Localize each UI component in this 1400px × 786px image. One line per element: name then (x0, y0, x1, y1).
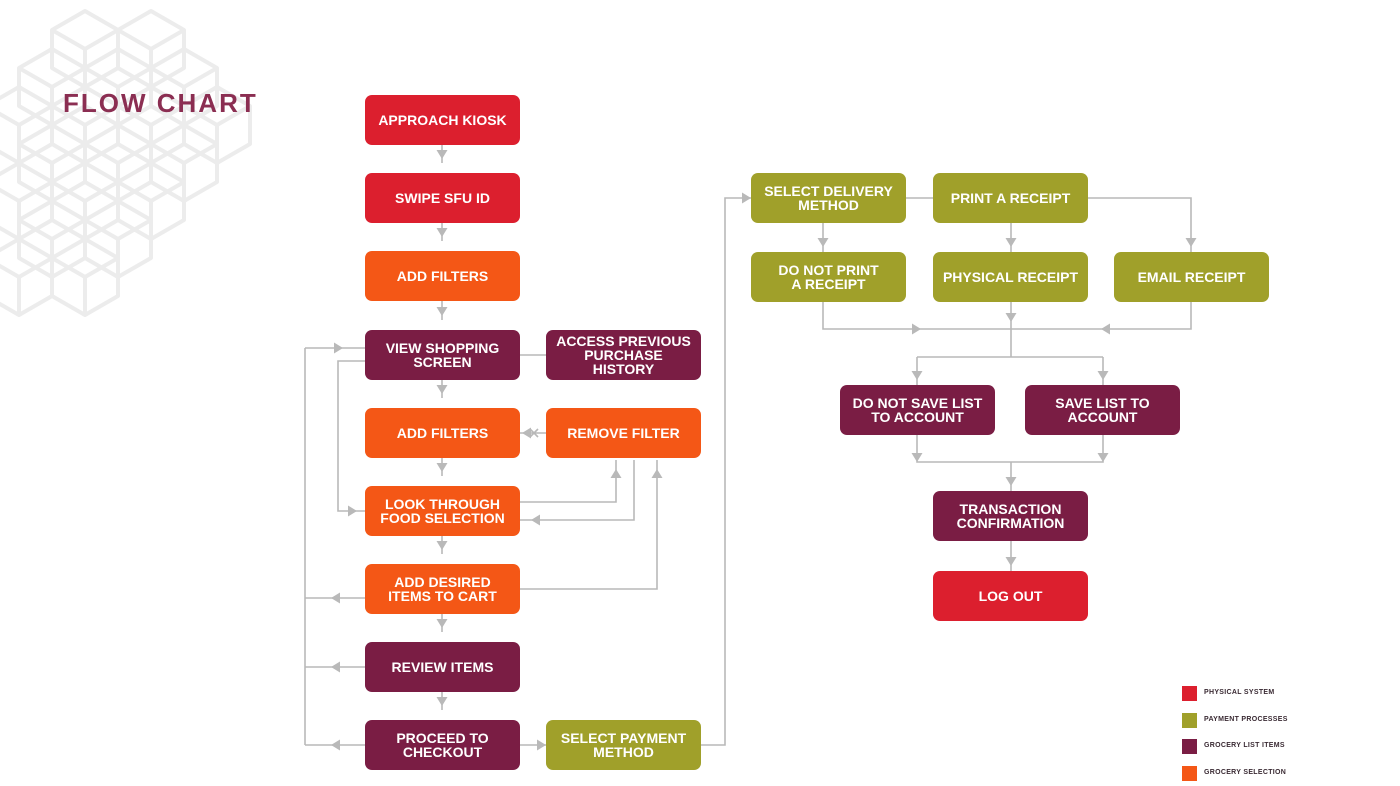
legend-label: PHYSICAL SYSTEM (1204, 689, 1275, 696)
legend-item-payment-processes: PAYMENT PROCESSES (1182, 713, 1382, 729)
legend-item-physical-system: PHYSICAL SYSTEM (1182, 686, 1382, 702)
arrowhead (331, 592, 340, 604)
connector-line-24 (1088, 197, 1192, 252)
arrowhead (331, 661, 340, 673)
node-save-list-to-account: SAVE LIST TO ACCOUNT (1025, 385, 1180, 435)
legend-swatch (1182, 766, 1197, 781)
connector-line-18 (520, 460, 617, 503)
arrowhead (610, 469, 622, 478)
arrowhead (436, 150, 448, 159)
node-add-desired-items-to-cart: ADD DESIRED ITEMS TO CART (365, 564, 520, 614)
node-physical-receipt: PHYSICAL RECEIPT (933, 252, 1088, 302)
legend-item-grocery-selection: GROCERY SELECTION (1182, 766, 1382, 782)
arrowhead (1101, 323, 1110, 335)
arrowhead (651, 469, 663, 478)
node-email-receipt: EMAIL RECEIPT (1114, 252, 1269, 302)
arrowhead (436, 463, 448, 472)
node-proceed-to-checkout: PROCEED TO CHECKOUT (365, 720, 520, 770)
arrowhead (742, 192, 751, 204)
node-add-filters-2: ADD FILTERS (365, 408, 520, 458)
arrowhead (436, 385, 448, 394)
legend-label: PAYMENT PROCESSES (1204, 716, 1288, 723)
node-review-items: REVIEW ITEMS (365, 642, 520, 692)
node-add-filters-1: ADD FILTERS (365, 251, 520, 301)
cube-outline (50, 237, 120, 317)
node-transaction-confirmation: TRANSACTION CONFIRMATION (933, 491, 1088, 541)
legend-label: GROCERY SELECTION (1204, 769, 1287, 776)
arrowhead (911, 453, 923, 462)
arrowhead (1097, 371, 1109, 380)
node-log-out: LOG OUT (933, 571, 1088, 621)
arrowhead (1097, 453, 1109, 462)
legend-swatch (1182, 739, 1197, 754)
arrowhead (522, 427, 531, 439)
node-do-not-print-a-receipt: DO NOT PRINT A RECEIPT (751, 252, 906, 302)
connector-line-32 (916, 435, 1104, 463)
node-look-through-food-selection: LOOK THROUGH FOOD SELECTION (365, 486, 520, 536)
node-do-not-save-list-to-account: DO NOT SAVE LIST TO ACCOUNT (840, 385, 995, 435)
connector-line-17 (529, 428, 539, 438)
arrowhead (1005, 313, 1017, 322)
connector-line-19 (520, 460, 635, 521)
arrowhead (912, 323, 921, 335)
legend-swatch (1182, 686, 1197, 701)
node-select-delivery-method: SELECT DELIVERY METHOD (751, 173, 906, 223)
arrowhead (436, 619, 448, 628)
arrowhead (1005, 238, 1017, 247)
legend-item-grocery-list-items: GROCERY LIST ITEMS (1182, 739, 1382, 755)
node-print-a-receipt: PRINT A RECEIPT (933, 173, 1088, 223)
connector-line-13 (337, 360, 365, 512)
arrowhead (334, 342, 343, 354)
arrowhead (1005, 477, 1017, 486)
arrowhead (1185, 238, 1197, 247)
node-swipe-sfu-id: SWIPE SFU ID (365, 173, 520, 223)
arrowhead (531, 514, 540, 526)
arrowhead (436, 228, 448, 237)
node-view-shopping-screen: VIEW SHOPPING SCREEN (365, 330, 520, 380)
cube-pattern-decoration (0, 9, 252, 317)
arrowhead (436, 307, 448, 316)
legend-swatch (1182, 713, 1197, 728)
node-select-payment-method: SELECT PAYMENT METHOD (546, 720, 701, 770)
arrowhead (436, 697, 448, 706)
node-access-previous-purchase-history: ACCESS PREVIOUS PURCHASE HISTORY (546, 330, 701, 380)
arrowhead (348, 505, 357, 517)
arrowhead (911, 371, 923, 380)
node-remove-filter: REMOVE FILTER (546, 408, 701, 458)
arrowhead (817, 238, 829, 247)
arrowhead (331, 739, 340, 751)
connector-line-20 (520, 460, 658, 590)
arrowhead (436, 541, 448, 550)
node-approach-kiosk: APPROACH KIOSK (365, 95, 520, 145)
legend-label: GROCERY LIST ITEMS (1204, 742, 1285, 749)
page-title: FLOW CHART (63, 88, 258, 118)
connector-line-22 (701, 197, 751, 746)
connector-line-27 (822, 302, 1192, 330)
arrowhead (1005, 557, 1017, 566)
arrowhead (537, 739, 546, 751)
